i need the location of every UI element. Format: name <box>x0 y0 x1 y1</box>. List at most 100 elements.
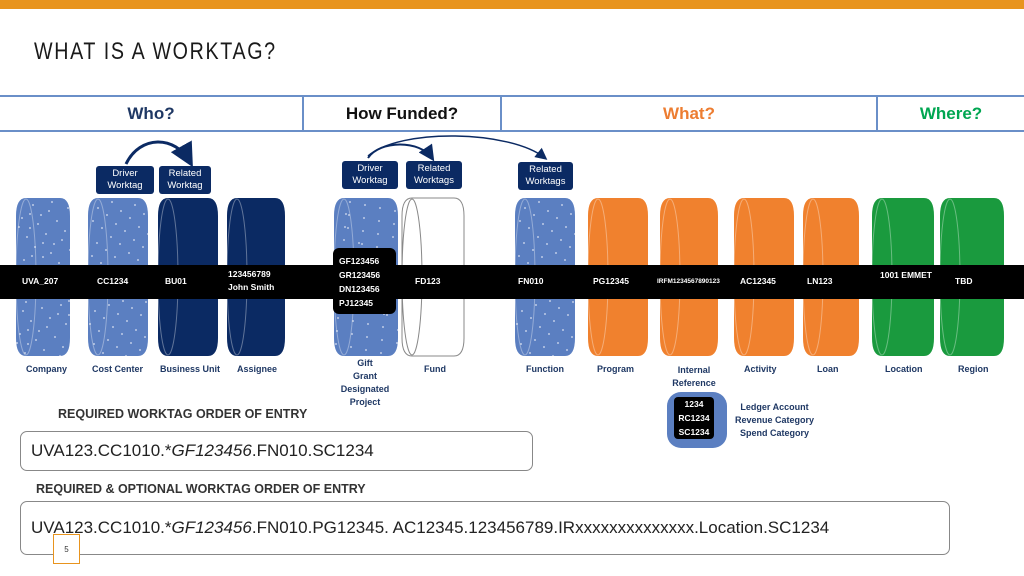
function-texture-dot <box>523 242 525 244</box>
cost-center-texture-dot <box>103 317 105 319</box>
function-texture-dot <box>534 339 536 341</box>
gift-grant-texture-dot <box>344 226 346 228</box>
gift-grant-texture-dot <box>394 210 396 212</box>
company-texture-dot <box>42 256 44 258</box>
page-number: 5 <box>53 534 80 564</box>
company-texture-dot <box>16 198 18 200</box>
gift-grant-texture-dot <box>380 352 382 354</box>
ledger-account-label: Ledger Account <box>740 402 809 412</box>
cost-center-texture-dot <box>142 246 144 248</box>
function-texture-dot <box>520 343 522 345</box>
function-texture-dot <box>537 236 539 238</box>
function-label: Function <box>526 364 564 374</box>
gift-grant-texture-dot <box>367 323 369 325</box>
company-label: Company <box>26 364 68 374</box>
project-label: Project <box>349 397 381 407</box>
function-texture-dot <box>544 313 546 315</box>
gift-value: GF123456 <box>339 256 380 266</box>
company-texture-dot <box>29 227 31 229</box>
company-texture-dot <box>18 226 20 228</box>
function-texture-dot <box>518 255 520 257</box>
driver-worktag-label: Driver Worktag <box>107 168 143 191</box>
gift-grant-texture-dot <box>337 317 339 319</box>
cost-center-texture-dot <box>97 207 99 209</box>
cost-center-texture-dot <box>108 304 110 306</box>
function-texture-dot <box>521 310 523 312</box>
company-texture-dot <box>41 307 43 309</box>
optional-entry-italic: GF123456 <box>171 518 252 537</box>
loan-label: Loan <box>817 364 839 374</box>
gift-grant-texture-dot <box>358 242 360 244</box>
function-texture-dot <box>567 314 569 316</box>
function-texture-dot <box>516 323 518 325</box>
region-label: Region <box>958 364 989 374</box>
gift-grant-texture-dot <box>381 339 383 341</box>
company-texture-dot <box>26 236 28 238</box>
company-texture-dot <box>67 207 69 209</box>
cost-center-texture-dot <box>101 227 103 229</box>
internal-label: Internal <box>677 365 711 375</box>
ledger-account-value: 1234 <box>684 399 704 409</box>
function-texture-dot <box>527 262 529 264</box>
program-label: Program <box>597 364 635 374</box>
function-texture-dot <box>558 307 560 309</box>
ledger-labels: Ledger Account Revenue Category Spend Ca… <box>735 401 814 440</box>
cost-center-texture-dot <box>102 352 104 354</box>
function-texture-dot <box>535 304 537 306</box>
cost-center-texture-dot <box>134 204 136 206</box>
function-texture-dot <box>539 326 541 328</box>
cost-center-texture-dot <box>105 249 107 251</box>
internal-reference-label: Internal Reference <box>672 364 716 390</box>
ledger-values-box: 1234 RC1234 SC1234 <box>674 397 714 439</box>
cost-center-texture-dot <box>92 220 94 222</box>
company-texture-dot <box>57 313 59 315</box>
company-texture-dot <box>49 317 51 319</box>
function-texture-dot <box>532 249 534 251</box>
gift-grant-texture-dot <box>352 320 354 322</box>
cost-center-texture-dot <box>96 242 98 244</box>
cost-center-texture-dot <box>98 330 100 332</box>
revenue-category-value: RC1234 <box>678 413 710 423</box>
gift-grant-labels: Gift Grant Designated Project <box>340 357 390 409</box>
business-unit-label: Business Unit <box>160 364 221 374</box>
gift-grant-texture-dot <box>334 198 336 200</box>
region-value: TBD <box>955 276 973 286</box>
optional-entry-prefix: UVA123.CC1010.* <box>31 518 172 537</box>
gift-grant-texture-dot <box>335 343 337 345</box>
gift-grant-texture-dot <box>345 213 347 215</box>
function-texture-dot <box>555 252 557 254</box>
cost-center-texture-dot <box>94 310 96 312</box>
cost-center-texture-dot <box>93 343 95 345</box>
company-texture-dot <box>69 249 71 251</box>
header-where: Where? <box>876 97 1024 130</box>
required-entry-suffix: .FN010.SC1234 <box>251 441 374 460</box>
optional-entry-field: UVA123.CC1010.*GF123456.FN010.PG12345. A… <box>20 501 950 555</box>
company-texture-dot <box>60 304 62 306</box>
gift-grant-texture-dot <box>376 246 378 248</box>
assignee-label: Assignee <box>237 364 278 374</box>
function-texture-dot <box>562 329 564 331</box>
header-what: What? <box>500 97 876 130</box>
required-entry-italic: GF123456 <box>171 441 252 460</box>
gift-grant-box: GF123456 GR123456 DN123456 PJ12345 <box>333 248 396 314</box>
function-texture-dot <box>551 230 553 232</box>
cost-center-texture-dot <box>138 226 140 228</box>
fund-arrow-short <box>367 143 435 162</box>
location-label: Location <box>885 364 923 374</box>
company-texture-dot <box>50 252 52 254</box>
gift-grant-texture-dot <box>378 220 380 222</box>
function-value: FN010 <box>518 276 544 286</box>
gift-grant-texture-dot <box>336 330 338 332</box>
gift-grant-texture-dot <box>348 214 350 216</box>
function-texture-dot <box>515 198 517 200</box>
company-texture-dot <box>46 326 48 328</box>
function-texture-dot <box>543 346 545 348</box>
cost-center-texture-dot <box>89 323 91 325</box>
assignee-id-value: 123456789 <box>228 269 271 279</box>
company-texture-dot <box>35 339 37 341</box>
program-value: PG12345 <box>593 276 629 286</box>
designated-value: DN123456 <box>339 284 380 294</box>
designated-label: Designated <box>340 384 390 394</box>
value-band <box>0 265 1024 299</box>
